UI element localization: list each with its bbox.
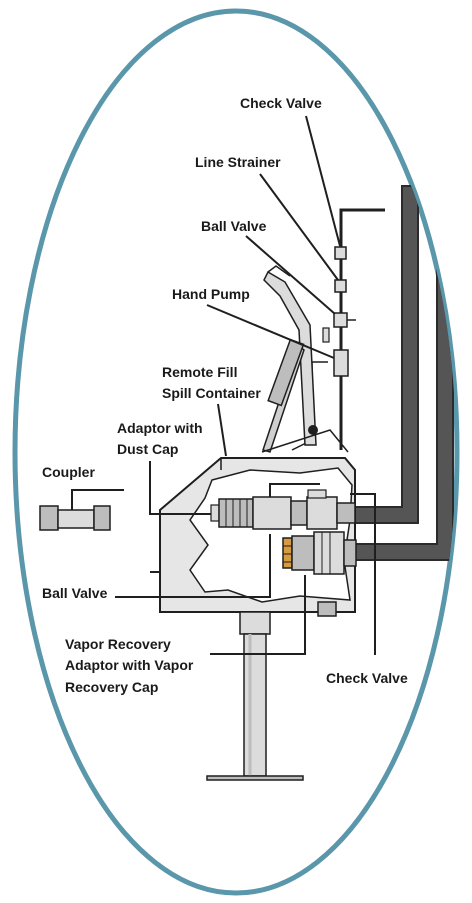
label-vapor-line2: Adaptor with Vapor <box>65 657 194 673</box>
label-hand-pump: Hand Pump <box>172 286 250 302</box>
label-vapor-line3: Recovery Cap <box>65 679 158 695</box>
riser-pipe <box>206 611 304 781</box>
pump-handle <box>263 270 317 446</box>
equipment-group <box>39 115 456 781</box>
label-vapor-line1: Vapor Recovery <box>65 636 171 652</box>
vapor-cap-part <box>282 537 293 569</box>
label-line-strainer: Line Strainer <box>195 154 281 170</box>
label-remote-fill-line2: Spill Container <box>162 385 261 401</box>
leader-lines <box>115 115 376 655</box>
ball-valve-top-part <box>333 312 348 328</box>
fill-adaptor-assembly <box>210 483 356 530</box>
label-ball-valve-bottom: Ball Valve <box>42 585 108 601</box>
coupler-part <box>39 489 124 531</box>
dust-cap-part <box>218 498 254 528</box>
label-adaptor-line2: Dust Cap <box>117 441 178 457</box>
check-valve-top-part <box>334 246 347 260</box>
label-adaptor-line1: Adaptor with <box>117 420 203 436</box>
label-ball-valve-top: Ball Valve <box>201 218 267 234</box>
line-strainer-part <box>334 279 347 293</box>
vapor-recovery-assembly <box>282 531 357 575</box>
label-check-valve-bottom: Check Valve <box>326 670 408 686</box>
base-plate <box>206 775 304 781</box>
label-check-valve-top: Check Valve <box>240 95 322 111</box>
hand-pump-part <box>261 265 349 453</box>
oval-frame <box>12 8 460 896</box>
labels: Check Valve Line Strainer Ball Valve Han… <box>42 95 408 695</box>
label-remote-fill-line1: Remote Fill <box>162 364 237 380</box>
label-coupler: Coupler <box>42 464 95 480</box>
bottom-fitting <box>317 601 337 617</box>
